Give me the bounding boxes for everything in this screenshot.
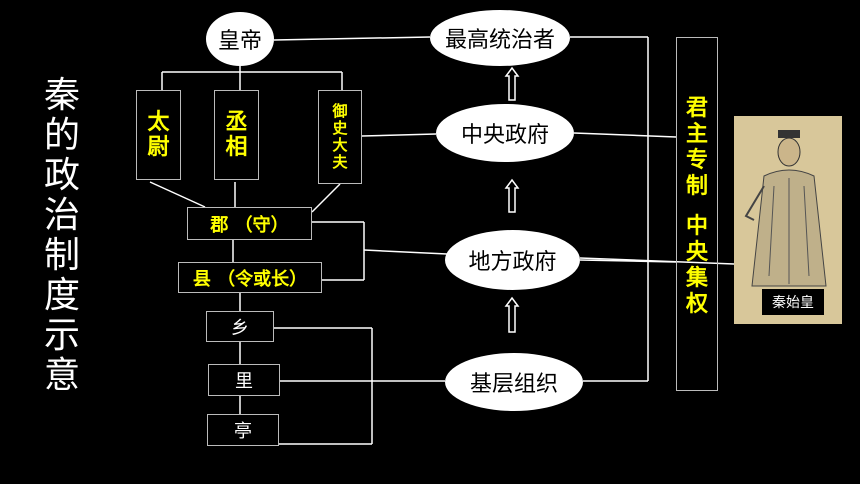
portrait-caption-text: 秦始皇 xyxy=(772,295,814,311)
yushi-char: 御 xyxy=(332,101,348,120)
summary-char: 集 xyxy=(685,266,708,291)
summary-char: 权 xyxy=(685,292,708,317)
title-char: 示 xyxy=(43,315,80,356)
li-label: 里 xyxy=(235,371,253,392)
xian-box: 县 （令或长） xyxy=(178,262,322,293)
summary-char: 主 xyxy=(685,122,708,147)
summary-char: 君 xyxy=(685,96,708,121)
title-char: 治 xyxy=(43,195,80,236)
qin-shihuang-portrait xyxy=(734,116,842,324)
local-gov-label: 地方政府 xyxy=(468,250,557,275)
li-box: 里 xyxy=(208,364,280,396)
summary-box: 君 主 专 制 中 央 集 权 xyxy=(676,37,718,391)
summary-char: 专 xyxy=(685,148,708,173)
yushi-char: 大 xyxy=(332,136,348,154)
title-char: 的 xyxy=(43,115,80,156)
xiang-box: 乡 xyxy=(206,311,274,342)
summary-char: 制 xyxy=(685,174,708,199)
summary-char: 央 xyxy=(685,240,708,265)
title-char: 政 xyxy=(43,155,80,196)
diagram-title: 秦 的 政 治 制 度 示 意 xyxy=(40,76,84,396)
chengxiang-char: 相 xyxy=(225,135,248,160)
taiwei-char: 尉 xyxy=(147,135,170,160)
title-char: 制 xyxy=(43,235,80,276)
xiang-label: 乡 xyxy=(231,317,249,339)
taiwei-char: 太 xyxy=(147,109,170,135)
yushi-char: 夫 xyxy=(332,153,348,172)
title-char: 度 xyxy=(43,275,80,316)
base-org-node: 基层组织 xyxy=(445,353,583,411)
ting-label: 亭 xyxy=(234,421,252,442)
chengxiang-char: 丞 xyxy=(225,109,248,135)
jun-box: 郡 （守） xyxy=(187,207,312,240)
base-org-label: 基层组织 xyxy=(469,372,558,397)
summary-gap xyxy=(677,200,717,214)
central-gov-label: 中央政府 xyxy=(460,123,549,148)
emperor-figure-icon xyxy=(744,130,827,287)
central-gov-node: 中央政府 xyxy=(436,104,574,162)
jun-label: 郡 （守） xyxy=(210,214,289,236)
local-gov-node: 地方政府 xyxy=(445,230,580,290)
xian-label: 县 （令或长） xyxy=(192,268,308,290)
emperor-node: 皇帝 xyxy=(206,12,274,66)
top-ruler-node: 最高统治者 xyxy=(430,10,570,66)
title-char: 意 xyxy=(43,355,80,396)
ting-box: 亭 xyxy=(207,414,279,446)
summary-char: 中 xyxy=(685,214,708,239)
emperor-label: 皇帝 xyxy=(217,29,262,54)
yushi-char: 史 xyxy=(332,118,348,137)
top-ruler-label: 最高统治者 xyxy=(444,28,555,53)
portrait-caption: 秦始皇 xyxy=(762,289,824,315)
minister-yushi: 御 史 大 夫 xyxy=(318,90,362,184)
title-char: 秦 xyxy=(43,75,80,116)
minister-taiwei: 太 尉 xyxy=(136,90,181,180)
minister-chengxiang: 丞 相 xyxy=(214,90,259,180)
